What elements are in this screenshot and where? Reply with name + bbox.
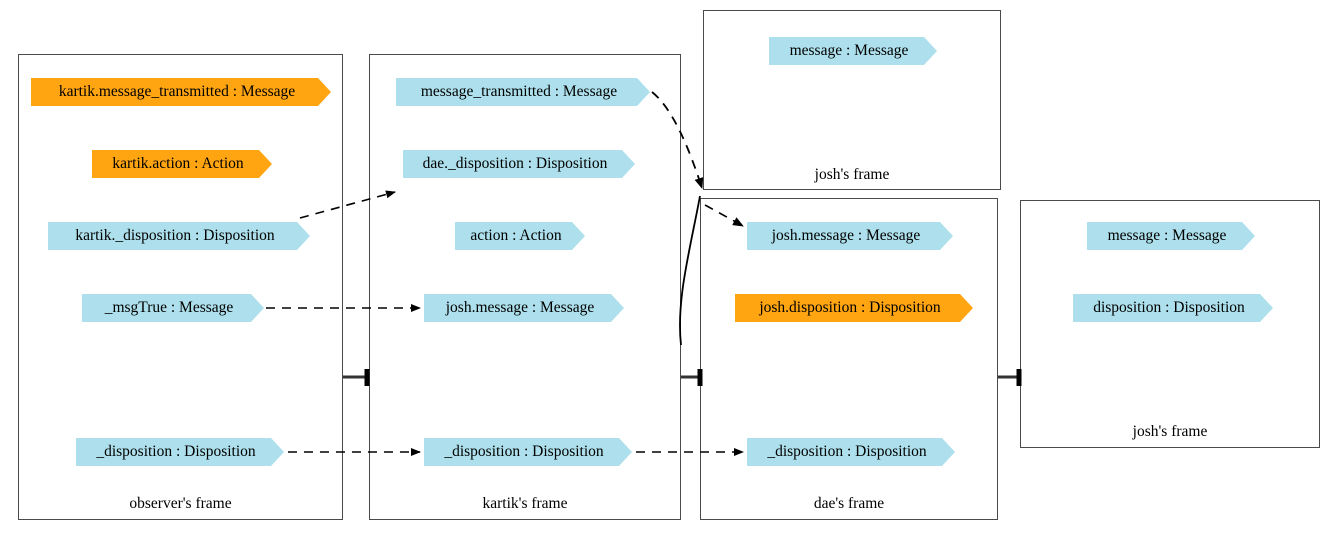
slot-observer-kartik-action[interactable]: kartik.action : Action — [92, 150, 272, 178]
slot-kartik-josh-message[interactable]: josh.message : Message — [424, 294, 624, 322]
slot-kartik-disposition[interactable]: _disposition : Disposition — [424, 438, 632, 466]
link-dae-to-josh-right — [998, 369, 1022, 386]
slot-josh-right-message[interactable]: message : Message — [1087, 222, 1255, 250]
slot-kartik-dae-disposition[interactable]: dae._disposition : Disposition — [403, 150, 635, 178]
frame-dae[interactable] — [700, 198, 998, 520]
frame-label-dae: dae's frame — [813, 495, 885, 512]
slot-josh-top-message[interactable]: message : Message — [769, 37, 937, 65]
frame-label-observer: observer's frame — [129, 495, 232, 512]
link-observer-to-kartik — [343, 369, 370, 386]
slot-observer-msgtrue[interactable]: _msgTrue : Message — [82, 294, 264, 322]
slot-dae-josh-disposition[interactable]: josh.disposition : Disposition — [735, 294, 973, 322]
frame-label-kartik: kartik's frame — [482, 495, 568, 512]
slot-observer-kartik-message-transmitted[interactable]: kartik.message_transmitted : Message — [31, 78, 331, 106]
slot-dae-disposition[interactable]: _disposition : Disposition — [747, 438, 955, 466]
slot-dae-josh-message[interactable]: josh.message : Message — [747, 222, 953, 250]
slot-kartik-message-transmitted[interactable]: message_transmitted : Message — [396, 78, 650, 106]
frame-label-josh-top: josh's frame — [814, 166, 890, 183]
frame-label-josh-right: josh's frame — [1132, 423, 1208, 440]
slot-observer-disposition[interactable]: _disposition : Disposition — [76, 438, 284, 466]
slot-observer-kartik-disposition[interactable]: kartik._disposition : Disposition — [48, 222, 310, 250]
link-kartik-to-dae — [681, 369, 703, 386]
slot-kartik-action[interactable]: action : Action — [455, 222, 585, 250]
slot-josh-right-disposition[interactable]: disposition : Disposition — [1073, 294, 1273, 322]
parent-frame-curve — [679, 195, 701, 346]
